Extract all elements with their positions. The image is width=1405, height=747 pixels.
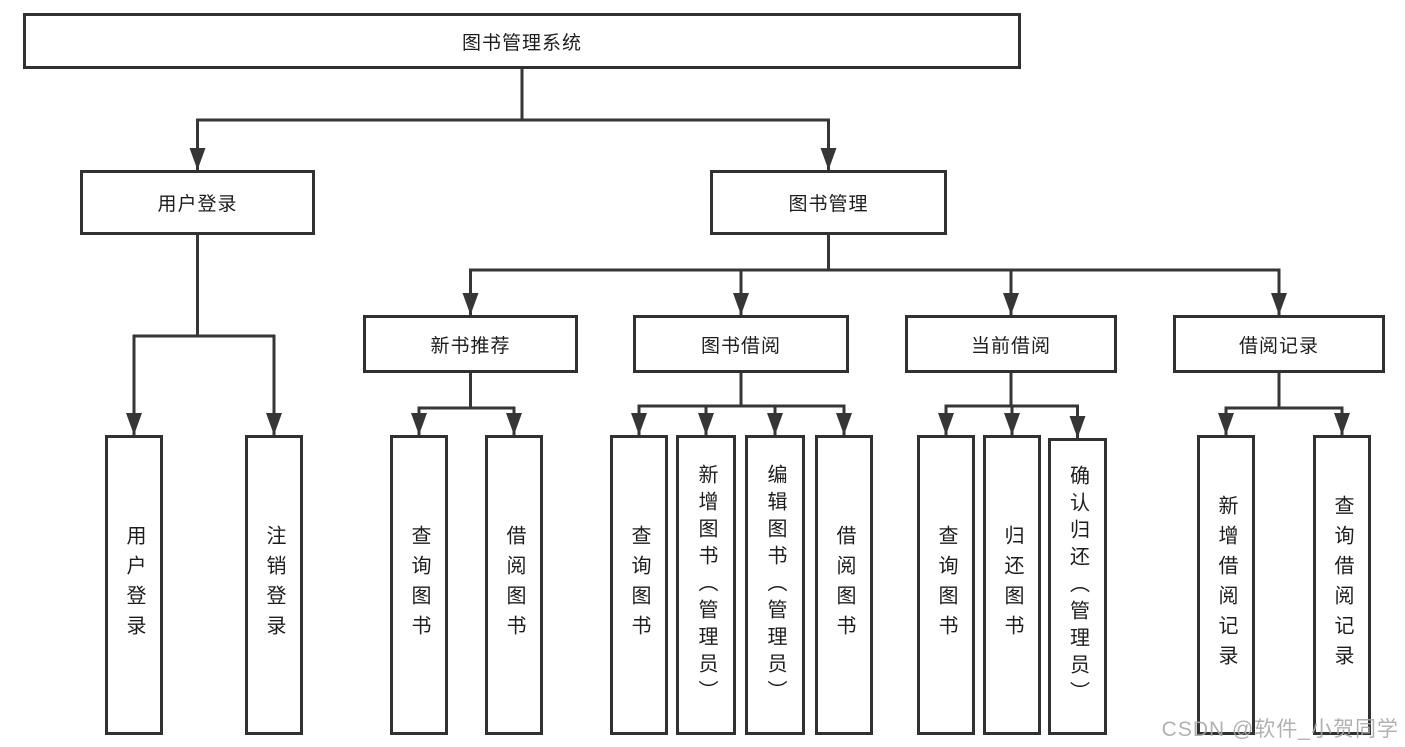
leaf-return-books: 归还图书 — [983, 435, 1041, 735]
node-label: 借阅记录 — [1238, 335, 1319, 357]
node-label: 借阅图书 — [833, 525, 855, 645]
leaf-borrow-query-books: 查询图书 — [610, 435, 668, 735]
leaf-add-book-admin: 新增图书（管理员） — [676, 435, 736, 735]
leaf-logout: 注销登录 — [245, 435, 303, 735]
node-book-borrow: 图书借阅 — [633, 315, 849, 373]
node-label: 查询图书 — [408, 525, 430, 645]
connector-current-borrow-trunk — [946, 373, 1078, 408]
node-label: 新增图书（管理员） — [695, 463, 717, 707]
node-label: 新增借阅记录 — [1215, 495, 1237, 675]
leaf-add-borrow-record: 新增借阅记录 — [1197, 435, 1255, 735]
node-root-library-system: 图书管理系统 — [23, 13, 1021, 69]
leaf-current-query-books: 查询图书 — [917, 435, 975, 735]
connector-root-trunk — [197, 69, 829, 122]
node-label: 用户登录 — [123, 525, 145, 645]
leaf-query-borrow-record: 查询借阅记录 — [1313, 435, 1371, 735]
node-current-borrow: 当前借阅 — [905, 315, 1117, 373]
node-label: 查询图书 — [935, 525, 957, 645]
node-label: 编辑图书（管理员） — [764, 463, 786, 707]
node-borrow-records: 借阅记录 — [1173, 315, 1385, 373]
leaf-borrow-borrow-books: 借阅图书 — [815, 435, 873, 735]
node-book-management: 图书管理 — [710, 170, 947, 235]
connector-user-login-trunk — [134, 235, 274, 338]
node-label: 查询图书 — [628, 525, 650, 645]
node-user-login: 用户登录 — [80, 170, 315, 235]
leaf-recommend-query-books: 查询图书 — [390, 435, 448, 735]
csdn-watermark: CSDN @软件_小贺同学 — [1161, 718, 1399, 741]
connector-book-management-trunk — [470, 235, 1279, 272]
leaf-user-login: 用户登录 — [105, 435, 163, 735]
node-label: 新书推荐 — [430, 335, 511, 357]
node-label: 图书管理系统 — [461, 32, 582, 54]
node-label: 图书借阅 — [700, 335, 781, 357]
node-label: 借阅图书 — [503, 525, 525, 645]
node-label: 用户登录 — [157, 194, 238, 215]
connector-book-borrow-trunk — [639, 373, 844, 408]
node-label: 注销登录 — [263, 525, 285, 645]
node-label: 图书管理 — [788, 194, 869, 215]
leaf-edit-book-admin: 编辑图书（管理员） — [745, 435, 805, 735]
node-new-book-recommend: 新书推荐 — [363, 315, 578, 373]
connector-borrow-records-trunk — [1226, 373, 1342, 410]
connector-new-book-recommend-trunk — [419, 373, 514, 410]
node-label: 查询借阅记录 — [1331, 495, 1353, 675]
node-label: 归还图书 — [1001, 525, 1023, 645]
node-label: 确认归还（管理员） — [1066, 465, 1089, 708]
leaf-confirm-return-admin: 确认归还（管理员） — [1048, 438, 1107, 735]
node-label: 当前借阅 — [970, 335, 1051, 357]
leaf-recommend-borrow-books: 借阅图书 — [485, 435, 543, 735]
